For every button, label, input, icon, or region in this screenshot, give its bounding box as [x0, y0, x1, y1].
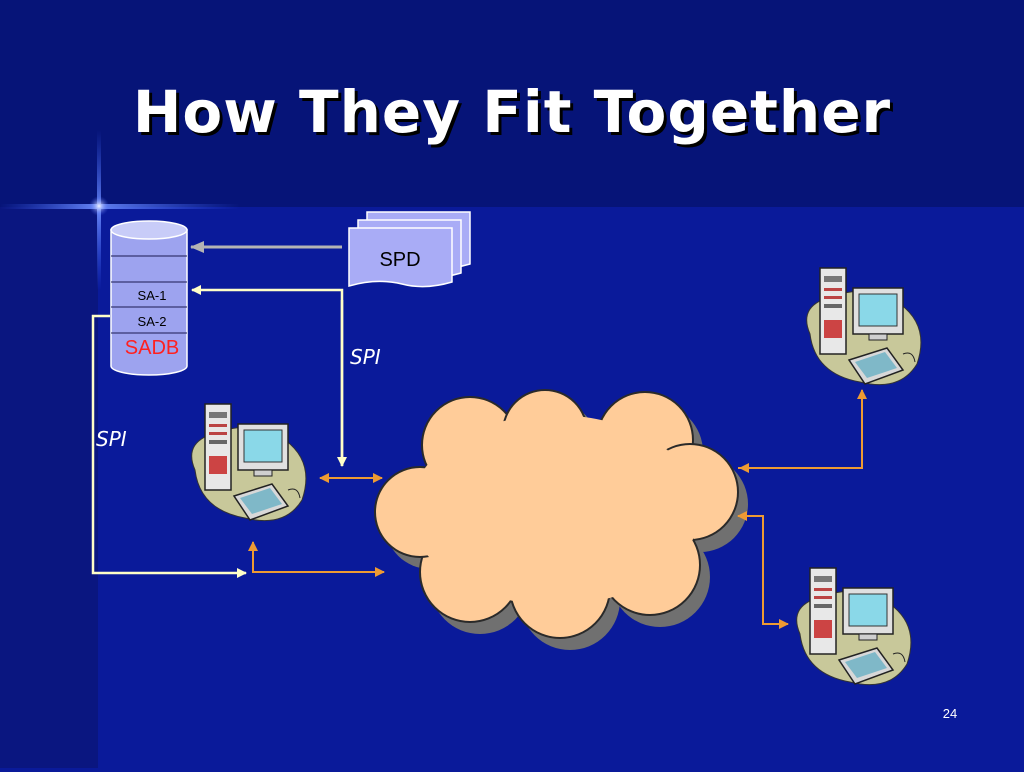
- spi-label-upper: SPI: [350, 345, 381, 369]
- spi-lookup-arrow-lower: [91, 314, 247, 578]
- slide-title: How They Fit Together: [132, 78, 892, 146]
- network-arrows: [248, 389, 867, 629]
- page-number: 24: [942, 706, 958, 721]
- sadb-row-sa2: SA-2: [138, 314, 167, 329]
- sadb-label: SADB: [125, 337, 179, 359]
- spd-document: SPD: [348, 211, 471, 288]
- spd-label: SPD: [379, 249, 420, 271]
- network-cloud: [374, 389, 748, 650]
- sadb-row-sa1: SA-1: [138, 288, 167, 303]
- background-left-band: [0, 207, 98, 768]
- background-header-band: [0, 0, 1024, 207]
- computer-icon: [191, 403, 307, 522]
- computer-icon: [796, 567, 912, 686]
- computer-icon: [806, 267, 922, 386]
- spi-label-lower: SPI: [96, 427, 127, 451]
- sparkle-decoration: [0, 130, 240, 290]
- sadb-database: SA-1 SA-2 SADB: [110, 220, 188, 376]
